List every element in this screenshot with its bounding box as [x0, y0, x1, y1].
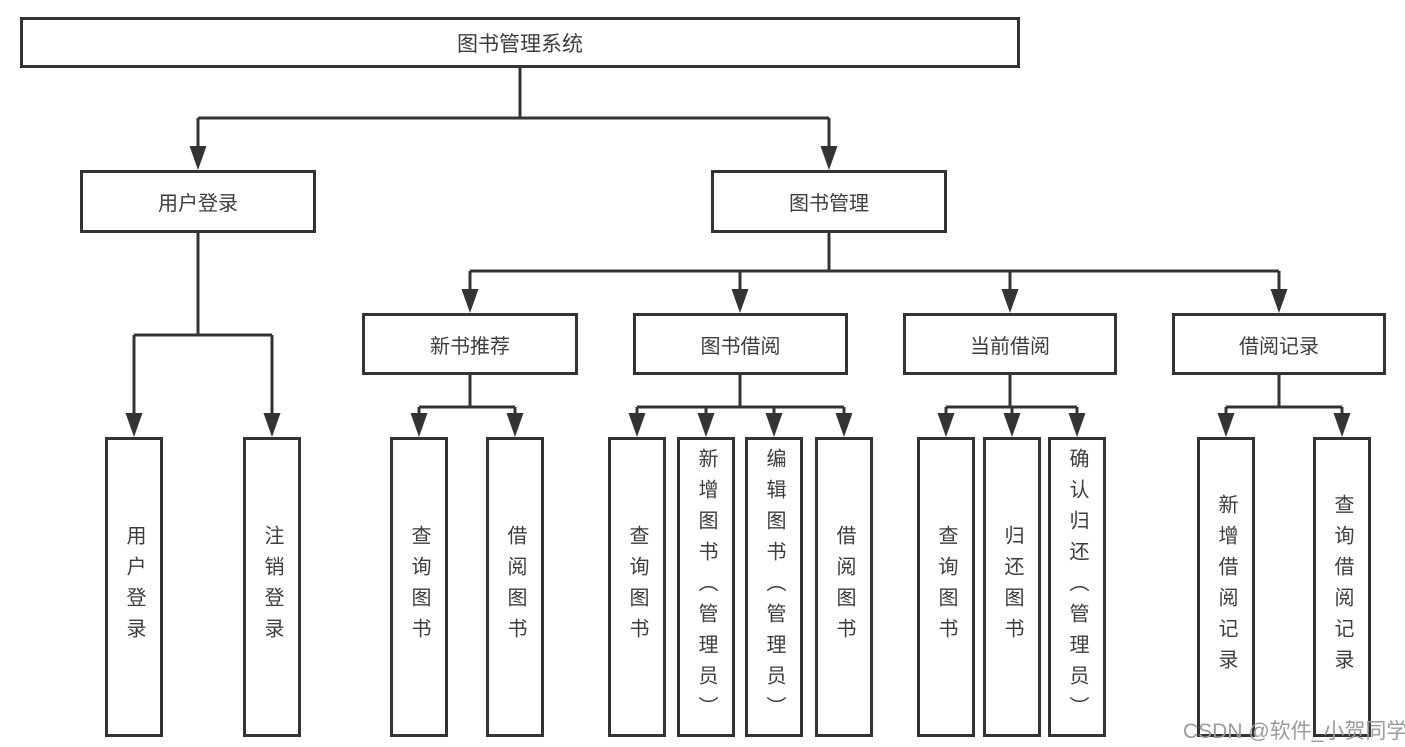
leaf-user-login-label: 用户登录	[123, 525, 145, 649]
leaf-add-borrow-record-label: 新增借阅记录	[1215, 494, 1237, 680]
leaf-return-books: 归还图书	[983, 437, 1041, 737]
leaf-borrow-books-recommend-label: 借阅图书	[504, 525, 526, 649]
leaf-add-borrow-record: 新增借阅记录	[1197, 437, 1255, 737]
node-book-management-module: 图书管理	[711, 170, 947, 233]
node-borrow-records: 借阅记录	[1172, 313, 1386, 375]
leaf-edit-book-admin-label: 编辑图书（管理员）	[763, 447, 785, 727]
node-library-system: 图书管理系统	[20, 17, 1020, 68]
leaf-query-books-recommend-label: 查询图书	[408, 525, 430, 649]
leaf-query-books-current: 查询图书	[917, 437, 975, 737]
leaf-user-login: 用户登录	[105, 437, 163, 737]
node-book-borrow: 图书借阅	[633, 313, 848, 375]
leaf-logout: 注销登录	[243, 437, 301, 737]
leaf-add-book-admin-label: 新增图书（管理员）	[695, 447, 717, 727]
leaf-confirm-return-admin-label: 确认归还（管理员）	[1066, 447, 1088, 727]
leaf-borrow-books-recommend: 借阅图书	[486, 437, 544, 737]
leaf-edit-book-admin: 编辑图书（管理员）	[745, 437, 803, 737]
node-current-borrow: 当前借阅	[903, 313, 1117, 375]
node-new-book-recommend: 新书推荐	[362, 313, 578, 375]
node-user-login-module: 用户登录	[80, 170, 316, 233]
leaf-query-books-current-label: 查询图书	[935, 525, 957, 649]
leaf-borrow-books: 借阅图书	[815, 437, 873, 737]
leaf-add-book-admin: 新增图书（管理员）	[677, 437, 735, 737]
leaf-query-books-borrow-label: 查询图书	[626, 525, 648, 649]
leaf-confirm-return-admin: 确认归还（管理员）	[1048, 437, 1106, 737]
leaf-return-books-label: 归还图书	[1001, 525, 1023, 649]
csdn-watermark: CSDN @软件_小贺同学	[1183, 720, 1405, 743]
leaf-logout-label: 注销登录	[261, 525, 283, 649]
leaf-query-borrow-record: 查询借阅记录	[1313, 437, 1371, 737]
leaf-query-borrow-record-label: 查询借阅记录	[1331, 494, 1353, 680]
leaf-query-books-borrow: 查询图书	[608, 437, 666, 737]
leaf-borrow-books-label: 借阅图书	[833, 525, 855, 649]
leaf-query-books-recommend: 查询图书	[390, 437, 448, 737]
